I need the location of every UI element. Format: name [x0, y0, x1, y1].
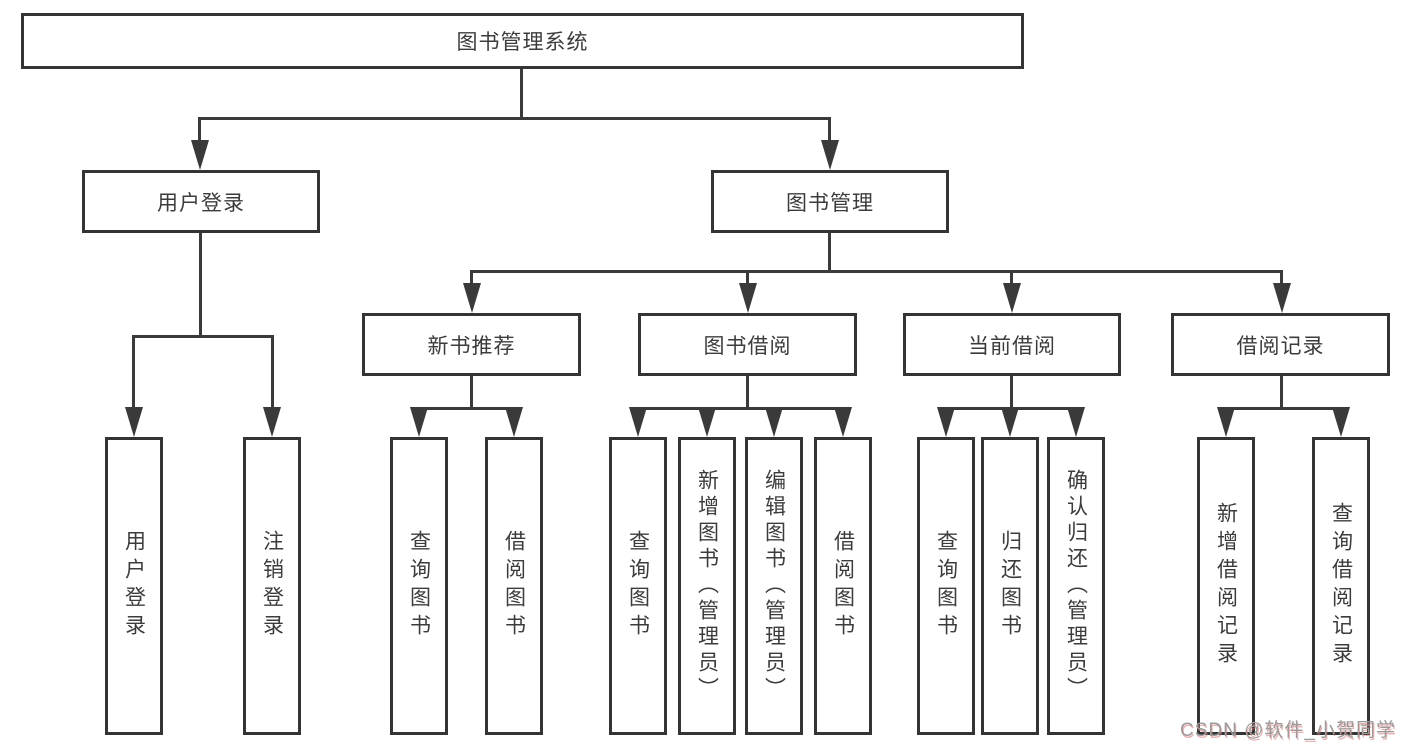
node-user-login: 用户登录 — [82, 170, 320, 233]
connector-l3-drop — [1280, 270, 1283, 286]
arrowhead-icon — [1003, 283, 1021, 313]
arrowhead-icon — [698, 407, 716, 437]
node-book-management: 图书管理 — [711, 170, 949, 233]
connector-root-drop-left — [198, 117, 201, 145]
connector-stub — [746, 376, 749, 410]
arrowhead-icon — [505, 407, 523, 437]
connector-l3-bar — [470, 270, 1283, 273]
connector-bar — [636, 407, 845, 410]
connector-root-stub — [520, 69, 523, 120]
csdn-watermark: CSDN @软件_小贺同学 — [1180, 720, 1396, 741]
leaf-query-book-1: 查询图书 — [390, 437, 448, 735]
node-current-borrow: 当前借阅 — [903, 313, 1121, 376]
connector-userlogin-stub — [199, 233, 202, 338]
connector-l3-drop — [746, 270, 749, 286]
leaf-logout: 注销登录 — [243, 437, 301, 735]
connector-drop — [271, 335, 274, 409]
connector-userlogin-bar — [132, 335, 274, 338]
connector-drop — [132, 335, 135, 409]
leaf-borrow-book-2: 借阅图书 — [814, 437, 872, 735]
arrowhead-icon — [1217, 407, 1235, 437]
arrowhead-icon — [463, 283, 481, 313]
leaf-user-login: 用户登录 — [105, 437, 163, 735]
arrowhead-icon — [1332, 407, 1350, 437]
leaf-confirm-return-admin: 确认归还（管理员） — [1047, 437, 1105, 735]
leaf-query-book-3: 查询图书 — [917, 437, 975, 735]
arrowhead-icon — [125, 407, 143, 437]
connector-l3-drop — [1010, 270, 1013, 286]
connector-bar — [417, 407, 517, 410]
arrowhead-icon — [765, 407, 783, 437]
node-root: 图书管理系统 — [21, 13, 1024, 69]
node-new-book-recommend: 新书推荐 — [362, 313, 581, 376]
connector-stub — [1280, 376, 1283, 410]
leaf-query-borrow-record: 查询借阅记录 — [1312, 437, 1370, 735]
leaf-return-book: 归还图书 — [981, 437, 1039, 735]
arrowhead-icon — [834, 407, 852, 437]
connector-root-bar — [198, 117, 831, 120]
arrowhead-icon — [263, 407, 281, 437]
node-borrow-record: 借阅记录 — [1171, 313, 1390, 376]
arrowhead-icon — [1001, 407, 1019, 437]
connector-stub — [470, 376, 473, 410]
leaf-borrow-book-1: 借阅图书 — [485, 437, 543, 735]
connector-stub — [1010, 376, 1013, 410]
arrowhead-icon — [1273, 283, 1291, 313]
arrowhead-icon — [739, 283, 757, 313]
arrowhead-icon — [821, 140, 839, 170]
arrowhead-icon — [629, 407, 647, 437]
arrowhead-icon — [937, 407, 955, 437]
leaf-edit-book-admin: 编辑图书（管理员） — [745, 437, 803, 735]
arrowhead-icon — [191, 140, 209, 170]
connector-root-drop-right — [828, 117, 831, 145]
leaf-add-borrow-record: 新增借阅记录 — [1197, 437, 1255, 735]
connector-bookmgmt-stub — [828, 233, 831, 273]
connector-bar — [1224, 407, 1343, 410]
leaf-query-book-2: 查询图书 — [609, 437, 667, 735]
arrowhead-icon — [410, 407, 428, 437]
arrowhead-icon — [1067, 407, 1085, 437]
leaf-add-book-admin: 新增图书（管理员） — [678, 437, 736, 735]
connector-l3-drop — [470, 270, 473, 286]
node-book-borrow: 图书借阅 — [638, 313, 857, 376]
